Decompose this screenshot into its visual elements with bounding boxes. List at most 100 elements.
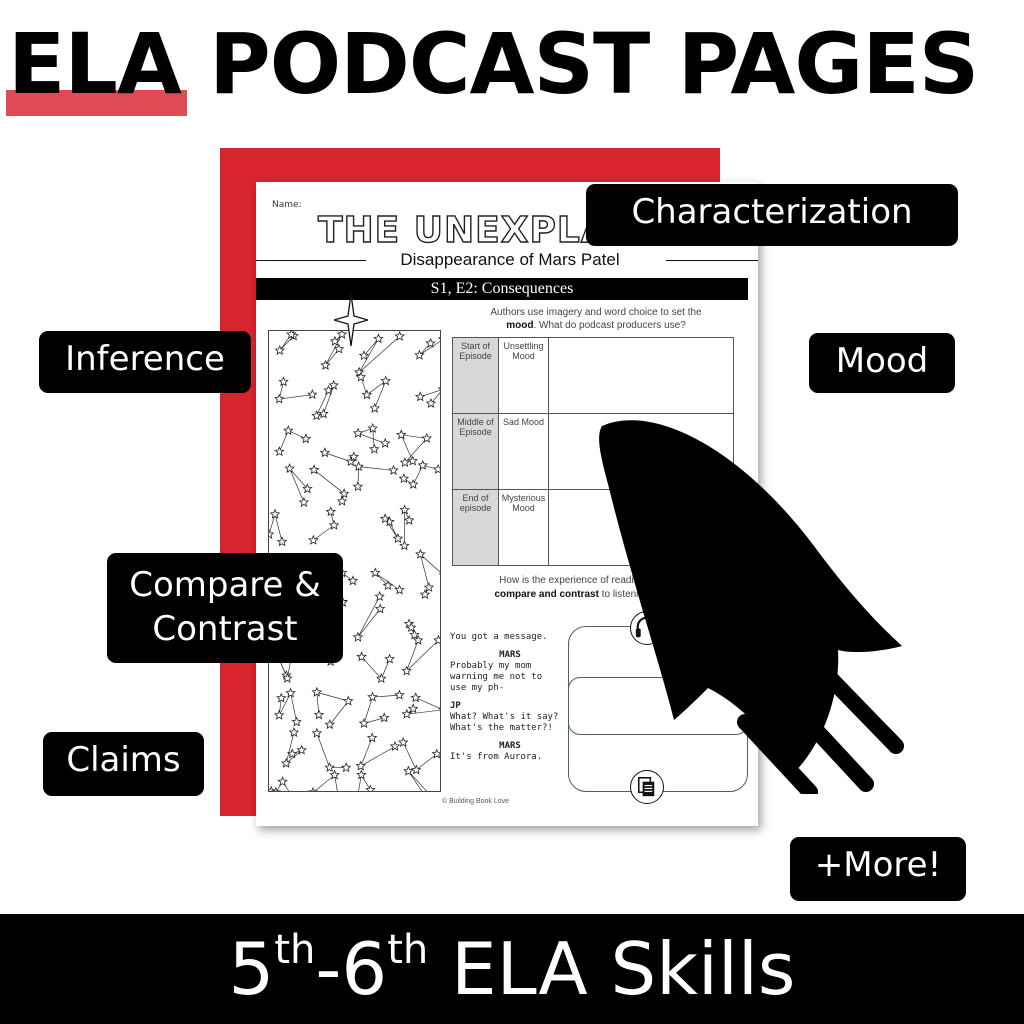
pattern-star (399, 504, 410, 515)
pattern-line (420, 554, 430, 588)
pattern-star (412, 634, 424, 645)
pattern-star (298, 496, 310, 507)
pattern-star (347, 575, 359, 586)
pattern-star (437, 707, 440, 710)
pattern-star (311, 686, 323, 697)
pattern-star (356, 651, 367, 662)
pattern-star (369, 402, 381, 413)
pattern-line (313, 524, 335, 541)
compare-prompt: How is the experience of reading compare… (452, 574, 692, 602)
pattern-star (409, 629, 420, 640)
pattern-star (276, 692, 287, 703)
pattern-star (274, 344, 285, 355)
pattern-line (406, 640, 419, 672)
script-speaker: JP (450, 701, 461, 711)
pattern-line (363, 697, 373, 724)
pattern-star (318, 408, 329, 419)
pattern-star (374, 590, 385, 602)
tag-more: +More! (790, 837, 966, 901)
pattern-star (356, 769, 367, 780)
mood-prompt: Authors use imagery and word choice to s… (446, 306, 746, 332)
pattern-star (425, 337, 436, 348)
pattern-star (433, 634, 440, 645)
copyright-text: © Building Book Love (442, 798, 510, 805)
tag-compare-contrast: Compare & Contrast (107, 553, 343, 663)
tag-characterization: Characterization (586, 184, 958, 246)
pattern-star (282, 672, 293, 683)
pattern-star (373, 333, 384, 344)
pattern-star (269, 508, 281, 519)
script-line: warning me not to (450, 672, 543, 682)
script-line: What? What's it say? (450, 712, 559, 722)
pattern-star (419, 589, 431, 600)
pattern-line (372, 694, 400, 698)
mood-cell: Unsettling Mood (498, 337, 549, 414)
pattern-star (406, 622, 417, 633)
tag-mood: Mood (809, 333, 955, 393)
pattern-line (274, 514, 283, 542)
pattern-line (416, 753, 438, 771)
pattern-line (406, 709, 440, 715)
title-rest: PODCAST PAGES (209, 15, 979, 113)
pattern-star (437, 337, 440, 344)
pattern-line (358, 774, 362, 791)
pattern-line (316, 390, 329, 416)
pattern-star (355, 371, 367, 382)
page-title: ELA PODCAST PAGES (8, 15, 979, 113)
pattern-star (394, 331, 406, 341)
pattern-star (403, 514, 415, 525)
pattern-line (269, 514, 276, 535)
pattern-star (269, 528, 275, 539)
pattern-star (398, 736, 409, 747)
pattern-line (366, 380, 386, 396)
script-speaker: MARS (499, 650, 521, 660)
pattern-star (333, 343, 345, 354)
pattern-line (404, 438, 428, 463)
headline: ELA PODCAST PAGES (0, 8, 1024, 116)
worksheet-subtitle: Disappearance of Mars Patel (400, 250, 620, 269)
pattern-star (311, 410, 322, 421)
pattern-line (358, 336, 400, 373)
pattern-star (374, 603, 386, 614)
pattern-star (283, 425, 294, 436)
pattern-star (431, 748, 440, 759)
pattern-line (316, 733, 330, 768)
pattern-star (302, 483, 313, 494)
pattern-line (360, 746, 396, 767)
script-line: You got a message. (450, 632, 548, 642)
pattern-star (328, 519, 340, 530)
pattern-star (286, 748, 298, 759)
pattern-star (414, 349, 425, 360)
pattern-line (400, 434, 414, 462)
phase-cell: Middle of Episode (452, 413, 499, 490)
rocket-icon (599, 420, 904, 794)
pattern-star (308, 534, 319, 545)
pattern-star (320, 359, 331, 370)
pattern-line (358, 466, 394, 471)
pattern-star (437, 387, 440, 394)
pattern-star (291, 716, 302, 727)
pattern-line (420, 554, 440, 573)
pattern-line (361, 656, 382, 679)
pattern-line (334, 775, 338, 791)
pattern-star (394, 584, 405, 595)
tag-inference: Inference (39, 331, 251, 393)
pattern-star (394, 689, 405, 700)
pattern-star (367, 691, 378, 702)
pattern-line (374, 380, 387, 409)
pattern-star (407, 455, 418, 466)
pattern-star (432, 463, 440, 474)
pattern-star (366, 732, 378, 743)
prompt-line1: Authors use imagery and word choice to s… (490, 307, 702, 318)
pattern-star (411, 764, 422, 775)
star-icon (334, 294, 368, 346)
pattern-star (307, 389, 318, 400)
pattern-star (285, 687, 296, 698)
pattern-line (289, 468, 305, 503)
pattern-star (438, 573, 440, 575)
pattern-star (353, 366, 365, 377)
pattern-line (357, 608, 381, 638)
grade-label: ELA Skills (428, 927, 796, 1011)
pattern-star (340, 762, 352, 773)
pattern-star (358, 350, 370, 361)
